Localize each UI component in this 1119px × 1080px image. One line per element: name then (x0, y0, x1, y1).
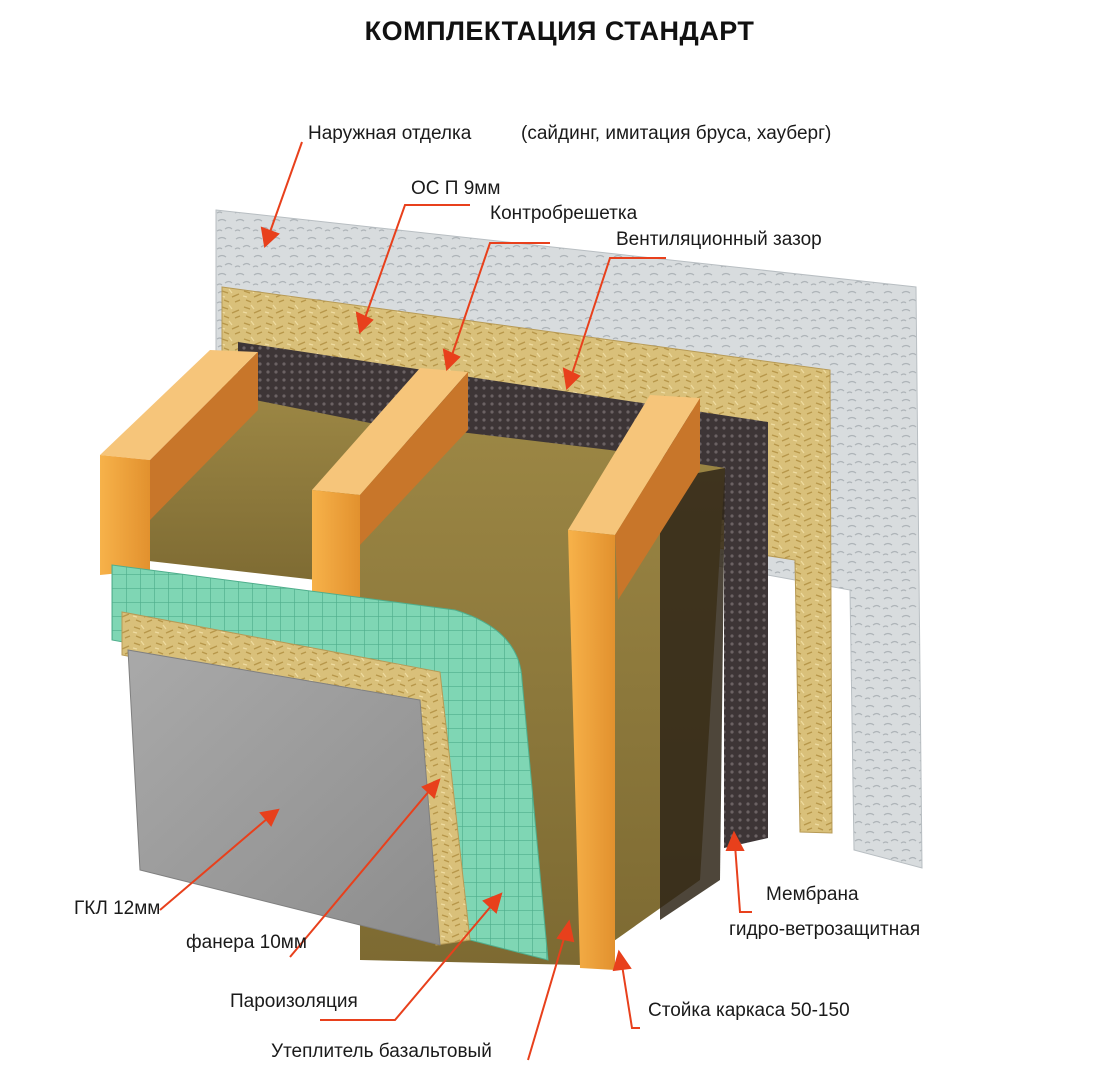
label-exterior-finish-note: (сайдинг, имитация бруса, хауберг) (521, 123, 832, 144)
label-vent-gap: Вентиляционный зазор (616, 229, 822, 250)
arrow-drywall (159, 817, 269, 911)
arrow-insulation (527, 934, 566, 1061)
arrow-vapor-barrier (320, 904, 493, 1021)
diagram-title: КОМПЛЕКТАЦИЯ СТАНДАРТ (364, 16, 755, 46)
arrow-counter-batten (451, 242, 550, 356)
arrow-vent-gap (571, 257, 666, 375)
frame-stud-right (568, 395, 700, 970)
arrowhead-plywood (421, 778, 441, 799)
arrowhead-osb (355, 311, 374, 335)
label-exterior-finish: Наружная отделка (308, 123, 472, 144)
arrowhead-vapor-barrier (482, 892, 503, 914)
arrow-frame-stud (621, 964, 640, 1029)
arrowhead-counter-batten (442, 348, 461, 372)
label-membrane-line2: гидро-ветрозащитная (729, 919, 921, 940)
label-drywall: ГКЛ 12мм (74, 898, 161, 919)
label-insulation: Утеплитель базальтовый (271, 1041, 492, 1062)
arrowhead-insulation (556, 919, 575, 943)
vapor-barrier-film (111, 564, 549, 961)
leader-arrows (159, 141, 752, 1061)
label-counter-batten: Контробрешетка (490, 203, 638, 224)
arrowhead-frame-stud (612, 949, 632, 972)
arrowhead-vent-gap (562, 367, 581, 391)
arrow-plywood (289, 789, 431, 958)
label-frame-stud: Стойка каркаса 50-150 (648, 1000, 850, 1021)
arrowhead-exterior-finish (260, 226, 280, 248)
arrow-osb (364, 204, 470, 319)
arrow-exterior-finish (269, 141, 303, 233)
frame-stud-middle (312, 368, 468, 620)
label-membrane-line1: Мембрана (766, 884, 859, 905)
frame-stud-left (100, 350, 258, 575)
label-plywood: фанера 10мм (186, 932, 307, 953)
arrow-membrane (734, 844, 752, 913)
insulation-side-shade (660, 468, 725, 920)
label-osb: ОС П 9мм (411, 178, 501, 199)
arrowhead-drywall (259, 808, 280, 827)
label-vapor-barrier: Пароизоляция (230, 991, 358, 1012)
arrowhead-membrane (725, 830, 745, 851)
